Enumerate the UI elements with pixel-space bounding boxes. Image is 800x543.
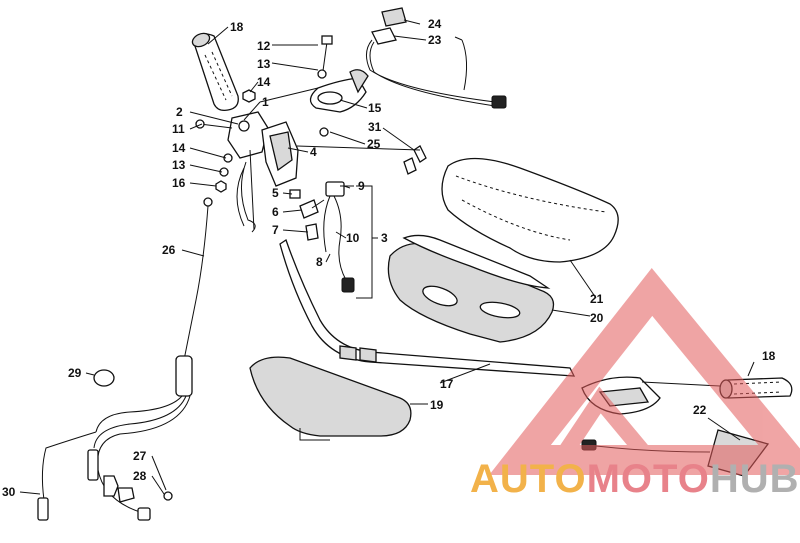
- watermark-part-3: HUB: [710, 457, 800, 501]
- callout-22: 22: [693, 403, 707, 417]
- callout-5: 5: [272, 186, 279, 200]
- washer-14b: [223, 153, 233, 163]
- callout-15: 15: [368, 101, 382, 115]
- pad-20: [387, 234, 591, 343]
- pad-19: [249, 356, 428, 441]
- callout-25: 25: [367, 137, 381, 151]
- watermark-text: AUTOMOTOHUB: [470, 457, 800, 501]
- watermark-part-2: MOTO: [587, 457, 710, 501]
- callout-9: 9: [358, 179, 365, 193]
- callout-3: 3: [381, 231, 388, 245]
- callout-4: 4: [310, 145, 317, 159]
- callout-2: 2: [176, 105, 183, 119]
- callout-13: 13: [172, 158, 186, 172]
- throttle-cable-26: [19, 197, 213, 521]
- svg-text:AUTOMOTOHUB: AUTOMOTOHUB: [470, 457, 800, 501]
- callout-26: 26: [162, 243, 176, 257]
- callout-23: 23: [428, 33, 442, 47]
- callout-14: 14: [172, 141, 186, 155]
- callout-28: 28: [133, 469, 147, 483]
- callout-16: 16: [172, 176, 186, 190]
- leader-lines: [189, 19, 427, 263]
- callout-11: 11: [172, 122, 185, 136]
- ring-29: [85, 369, 115, 387]
- callout-13: 13: [257, 57, 271, 71]
- callout-18: 18: [230, 20, 244, 34]
- nut-16: [215, 180, 227, 193]
- callout-14: 14: [257, 75, 271, 89]
- throttle-housing: [227, 111, 299, 233]
- callout-10: 10: [346, 231, 360, 245]
- bracket-3: [356, 185, 373, 299]
- bolt-12: [317, 35, 333, 79]
- callout-21: 21: [590, 292, 604, 306]
- screw-25: [319, 127, 329, 137]
- callout-30: 30: [2, 485, 16, 499]
- callout-17: 17: [440, 377, 454, 391]
- callout-7: 7: [272, 223, 279, 237]
- heater-wire-23: [366, 27, 507, 109]
- callout-31: 31: [368, 120, 382, 134]
- handlebar-17: [279, 238, 576, 384]
- nut-14: [242, 89, 256, 103]
- callout-24: 24: [428, 17, 442, 31]
- callout-6: 6: [272, 205, 279, 219]
- pad-21: [441, 157, 619, 299]
- callout-8: 8: [316, 255, 323, 269]
- callout-29: 29: [68, 366, 82, 380]
- left-grip: [191, 32, 239, 112]
- wiring-harness: [323, 181, 355, 293]
- callout-1: 1: [262, 95, 269, 109]
- callout-12: 12: [257, 39, 271, 53]
- callout-20: 20: [590, 311, 604, 325]
- callout-27: 27: [133, 449, 147, 463]
- switch-parts: [289, 189, 325, 241]
- callout-18-right: 18: [762, 349, 776, 363]
- watermark-logo: [489, 268, 800, 475]
- watermark-part-1: AUTO: [470, 457, 587, 501]
- callout-labels: 18 12 13 14 1 2 11 14 13 16 15 24 23 31 …: [2, 17, 776, 499]
- callout-19: 19: [430, 398, 444, 412]
- sensor-24: [381, 7, 407, 27]
